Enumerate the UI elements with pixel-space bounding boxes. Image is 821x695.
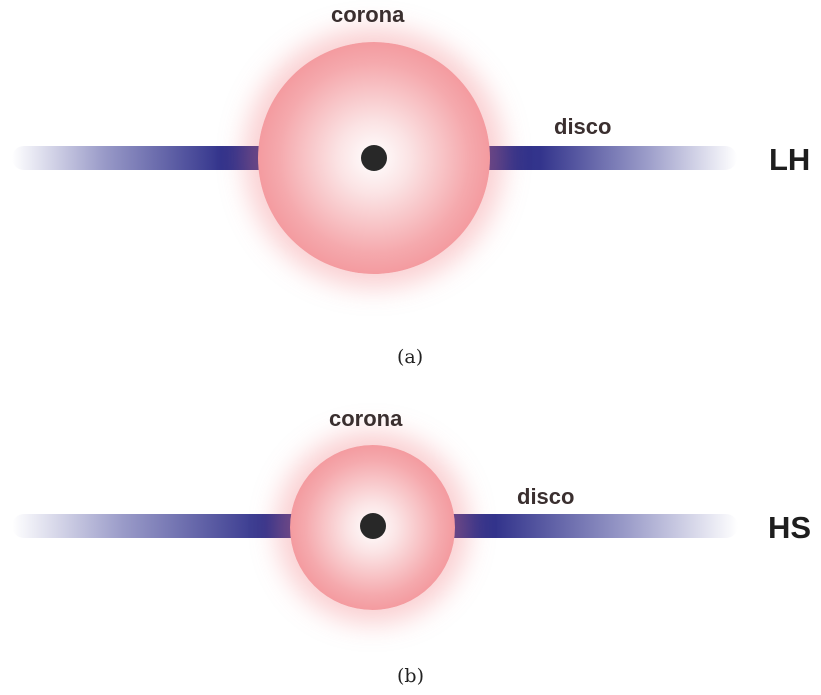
- black-hole: [361, 145, 387, 171]
- accretion-disc-right: [475, 146, 737, 170]
- accretion-disc-left: [12, 146, 274, 170]
- accretion-disc-right: [416, 514, 738, 538]
- corona-label: corona: [329, 406, 403, 431]
- state-label: HS: [768, 510, 812, 545]
- disc-label: disco: [554, 114, 612, 139]
- black-hole: [360, 513, 386, 539]
- panel-caption: (a): [397, 346, 424, 368]
- panel-a-low-hard: corona disco LH (a): [12, 2, 811, 368]
- state-label: LH: [769, 142, 811, 177]
- disc-label: disco: [517, 484, 575, 509]
- panel-b-high-soft: corona disco HS (b): [0, 395, 821, 695]
- panel-caption: (b): [397, 665, 424, 687]
- corona-label: corona: [331, 2, 405, 27]
- accretion-disc-left: [12, 514, 330, 538]
